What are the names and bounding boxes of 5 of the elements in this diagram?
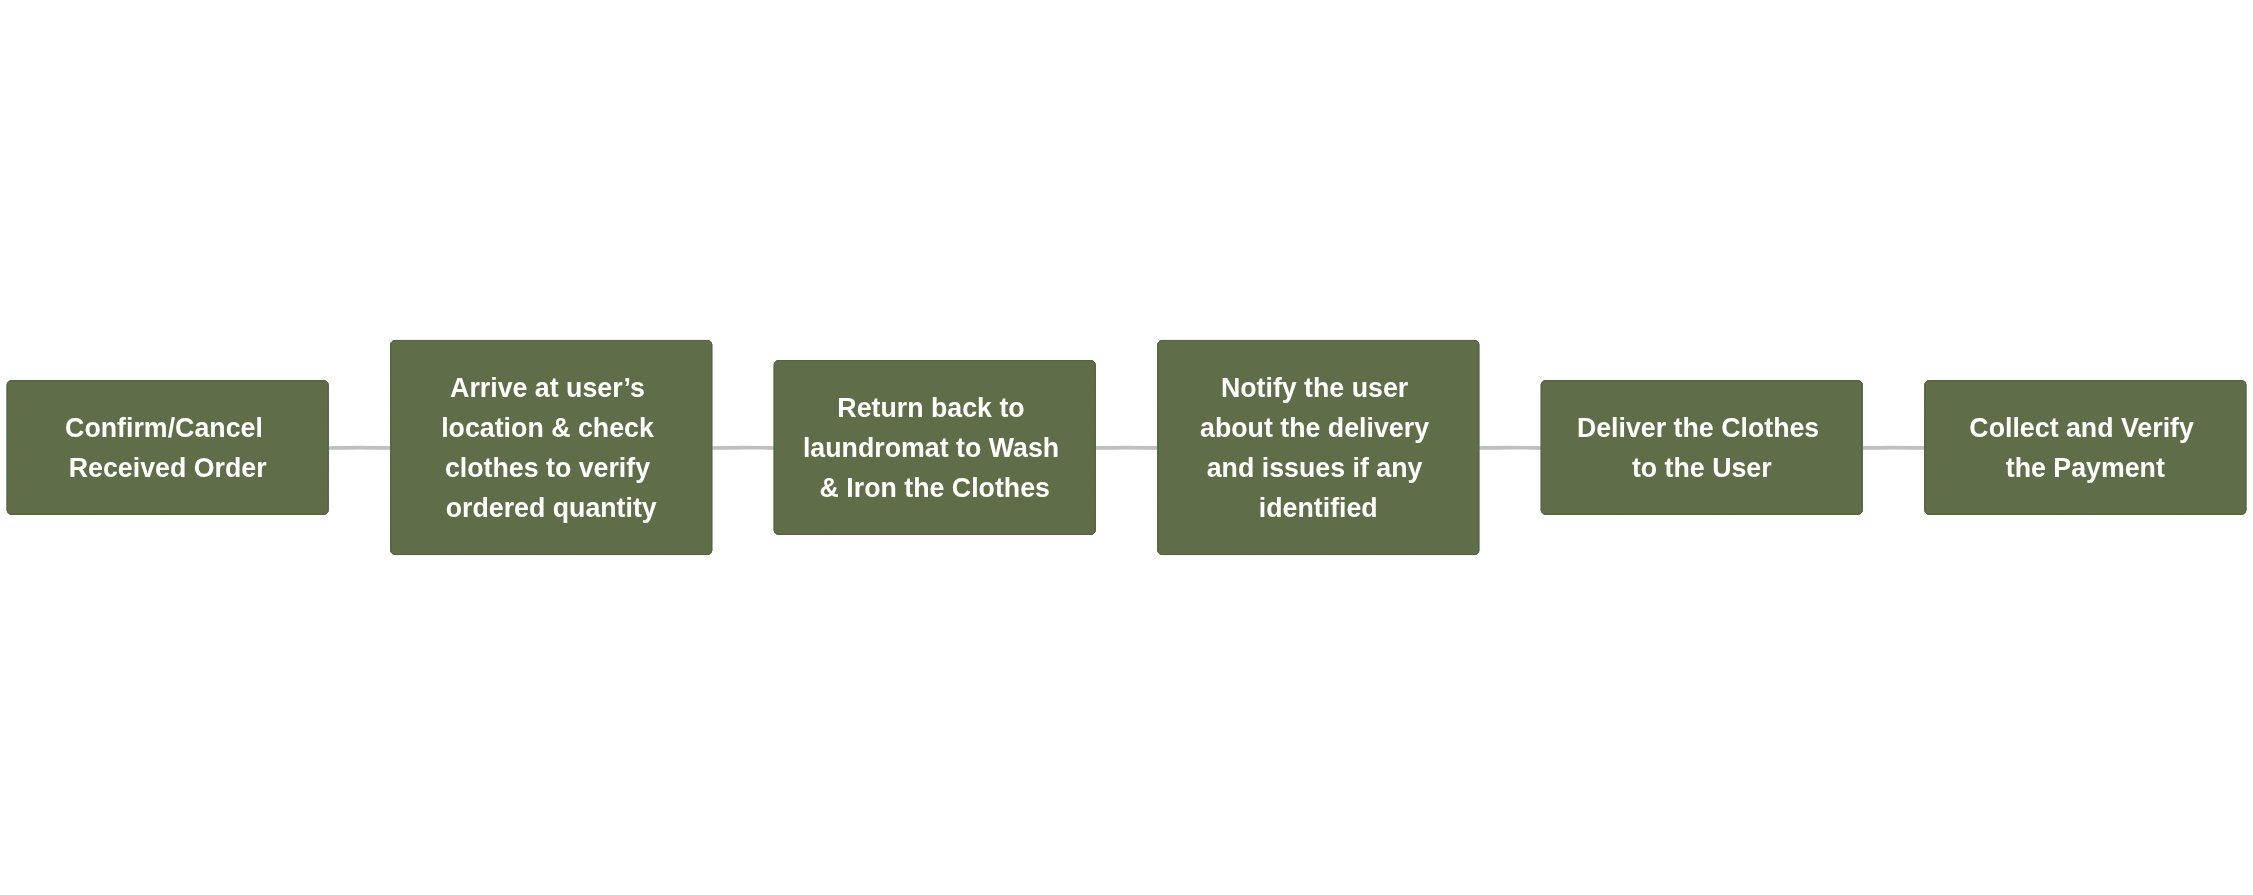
connector <box>328 445 392 450</box>
connector <box>1862 445 1926 450</box>
connector <box>1095 445 1159 450</box>
connector <box>1479 445 1542 450</box>
connector <box>712 445 775 450</box>
